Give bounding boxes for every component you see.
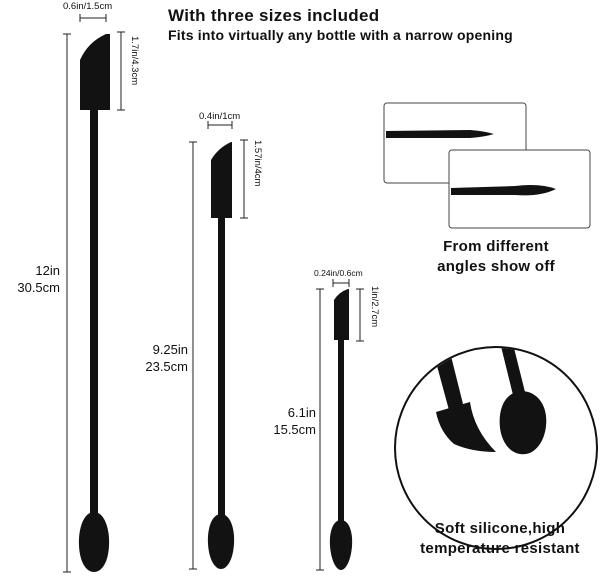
headline: With three sizes included bbox=[168, 6, 380, 25]
large-length-label: 12in 30.5cm bbox=[6, 262, 60, 296]
medium-width-dim-line bbox=[207, 121, 233, 129]
small-height-label: 1in/2.7cm bbox=[369, 286, 380, 328]
material-caption: Soft silicone,high temperature resistant bbox=[408, 519, 592, 559]
small-length-label: 6.1in 15.5cm bbox=[260, 404, 316, 438]
small-width-label: 0.24in/0.6cm bbox=[314, 268, 363, 278]
small-length-in: 6.1in bbox=[287, 405, 316, 420]
small-spatula bbox=[329, 289, 353, 570]
medium-height-dim-line bbox=[240, 139, 248, 219]
large-length-dim-line bbox=[63, 33, 71, 573]
medium-height-label: 1.57in/4cm bbox=[252, 140, 263, 187]
medium-spatula bbox=[207, 142, 235, 569]
angles-caption: From different angles show off bbox=[410, 237, 582, 277]
medium-length-in: 9.25in bbox=[152, 342, 188, 357]
medium-length-dim-line bbox=[189, 141, 197, 570]
material-caption-line2: temperature resistant bbox=[420, 540, 580, 557]
closeup-photo bbox=[394, 346, 598, 550]
small-width-dim-line bbox=[332, 279, 350, 287]
small-length-dim-line bbox=[316, 288, 324, 571]
angles-caption-line1: From different bbox=[443, 238, 549, 255]
large-width-dim-line bbox=[79, 14, 107, 22]
large-spatula bbox=[78, 34, 110, 572]
material-caption-line1: Soft silicone,high bbox=[434, 520, 566, 537]
large-height-label: 1.7in/4.3cm bbox=[129, 36, 140, 86]
angles-caption-line2: angles show off bbox=[437, 258, 555, 275]
medium-width-label: 0.4in/1cm bbox=[199, 111, 241, 122]
large-height-dim-line bbox=[117, 31, 125, 111]
medium-length-label: 9.25in 23.5cm bbox=[120, 341, 188, 375]
small-height-dim-line bbox=[356, 288, 364, 342]
large-length-in: 12in bbox=[35, 263, 60, 278]
medium-length-cm: 23.5cm bbox=[145, 359, 188, 374]
subheadline: Fits into virtually any bottle with a na… bbox=[168, 27, 513, 43]
large-width-label: 0.6in/1.5cm bbox=[63, 1, 113, 12]
angle-photo-bottom bbox=[448, 149, 591, 229]
large-length-cm: 30.5cm bbox=[17, 280, 60, 295]
small-length-cm: 15.5cm bbox=[273, 422, 316, 437]
